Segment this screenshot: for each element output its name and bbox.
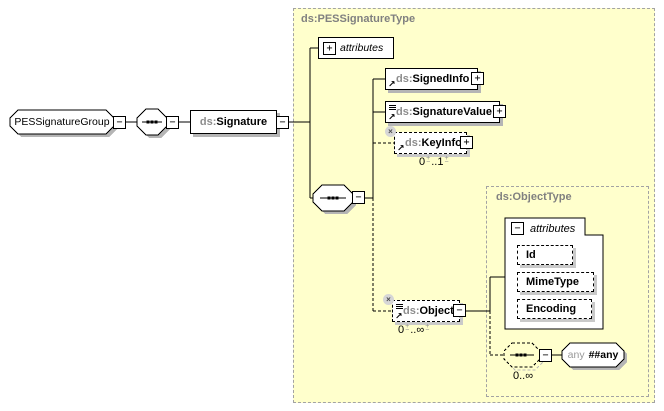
spinner-plus-icon[interactable]: + [426,155,431,162]
expand-toggle[interactable]: + [460,136,473,149]
optional-connector-lines [372,142,504,356]
group-node-label: PESSignatureGroup [14,116,110,128]
attributes-label: attributes [340,42,384,54]
element-name: KeyInfo [421,137,462,149]
collapse-toggle[interactable]: − [113,116,126,129]
connector-lines [126,47,562,356]
occurrence-max: ∞ [416,324,425,336]
sequence-icon [320,196,346,200]
collapse-toggle[interactable]: − [453,304,466,317]
namespace-prefix: ds: [403,305,420,317]
namespace-prefix: ds: [199,116,217,128]
occurrence-object: 0 + − .. ∞ + − [398,323,430,336]
namespace-prefix: ds: [396,73,413,85]
element-name: Signature [216,116,268,128]
element-node-keyinfo[interactable]: × ↗ ds:KeyInfo [385,126,467,154]
spinner-plus-icon[interactable]: + [405,323,410,330]
spinner-minus-icon[interactable]: − [444,159,449,166]
spinner-plus-icon[interactable]: + [425,323,430,330]
occurrence-text: 0..∞ [513,370,534,382]
any-keyword: any [567,349,585,361]
occurrence-keyinfo: 0 + − .. 1 + − [419,155,450,168]
collapse-toggle[interactable]: − [511,222,524,235]
occurrence-separator: .. [410,324,417,336]
complex-type-label: ds:ObjectType [496,191,572,203]
element-node-signaturevalue[interactable]: ↗ ds:SignatureValue [385,101,500,123]
spinner-minus-icon[interactable]: − [405,327,410,334]
element-name: Object [419,305,454,317]
optional-sequence-connector[interactable] [503,342,544,371]
attribute-node-mimetype[interactable]: MimeType [517,272,594,292]
occurrence-any-sequence: 0..∞ [513,370,533,382]
simple-content-icon [389,105,396,106]
spinner-minus-icon[interactable]: − [426,159,431,166]
occurrence-separator: .. [431,156,438,168]
occurrence-max: 1 [437,156,444,168]
element-name: SignedInfo [412,73,470,85]
attribute-name: Encoding [526,303,577,315]
attribute-name: MimeType [526,276,579,288]
collapse-toggle[interactable]: − [539,349,552,362]
element-name: SignatureValue [412,106,492,118]
occurrence-spinner[interactable]: + − [405,323,410,334]
reference-arrow-icon: ↗ [395,311,403,321]
expand-toggle[interactable]: + [493,105,506,118]
attributes-node[interactable]: + attributes [318,37,394,59]
group-node-shape[interactable] [9,109,117,137]
element-node-object[interactable]: × ↗ ds:Object [383,294,460,322]
element-node-signature[interactable]: ds:Signature [190,110,277,134]
spinner-plus-icon[interactable]: + [444,155,449,162]
collapse-toggle[interactable]: − [166,116,179,129]
collapse-toggle[interactable]: − [352,191,365,204]
element-node-signedinfo[interactable]: ↗ ds:SignedInfo [385,68,478,90]
any-wildcard-node[interactable]: any ##any [562,343,624,367]
any-node-shape[interactable] [561,342,627,370]
occurrence-spinner[interactable]: + − [444,155,449,166]
complex-type-label: ds:PESSignatureType [301,13,416,25]
prohibited-icon: × [383,294,394,305]
occurrence-spinner[interactable]: + − [425,323,430,334]
expand-toggle[interactable]: + [323,41,336,55]
group-node-pessignaturegroup[interactable]: PESSignatureGroup [10,110,114,134]
attribute-name: Id [526,249,536,261]
reference-arrow-icon: ↗ [397,143,405,153]
any-namespace: ##any [588,349,619,361]
occurrence-min: 0 [398,324,405,336]
spinner-minus-icon[interactable]: − [425,327,430,334]
collapse-toggle[interactable]: − [276,116,289,129]
prohibited-icon: × [385,126,396,137]
namespace-prefix: ds: [405,137,422,149]
attribute-node-id[interactable]: Id [517,245,573,265]
sequence-connector[interactable] [312,184,356,214]
reference-arrow-icon: ↗ [388,79,396,89]
occurrence-spinner[interactable]: + − [426,155,431,166]
expand-toggle[interactable]: + [471,72,484,85]
sequence-icon [510,353,534,357]
sequence-connector[interactable] [136,108,170,138]
occurrence-min: 0 [419,156,426,168]
attributes-label: attributes [530,223,576,235]
reference-arrow-icon: ↗ [388,112,396,122]
sequence-icon [142,120,162,124]
namespace-prefix: ds: [396,106,413,118]
attribute-node-encoding[interactable]: Encoding [517,299,592,319]
simple-content-icon [396,304,403,305]
